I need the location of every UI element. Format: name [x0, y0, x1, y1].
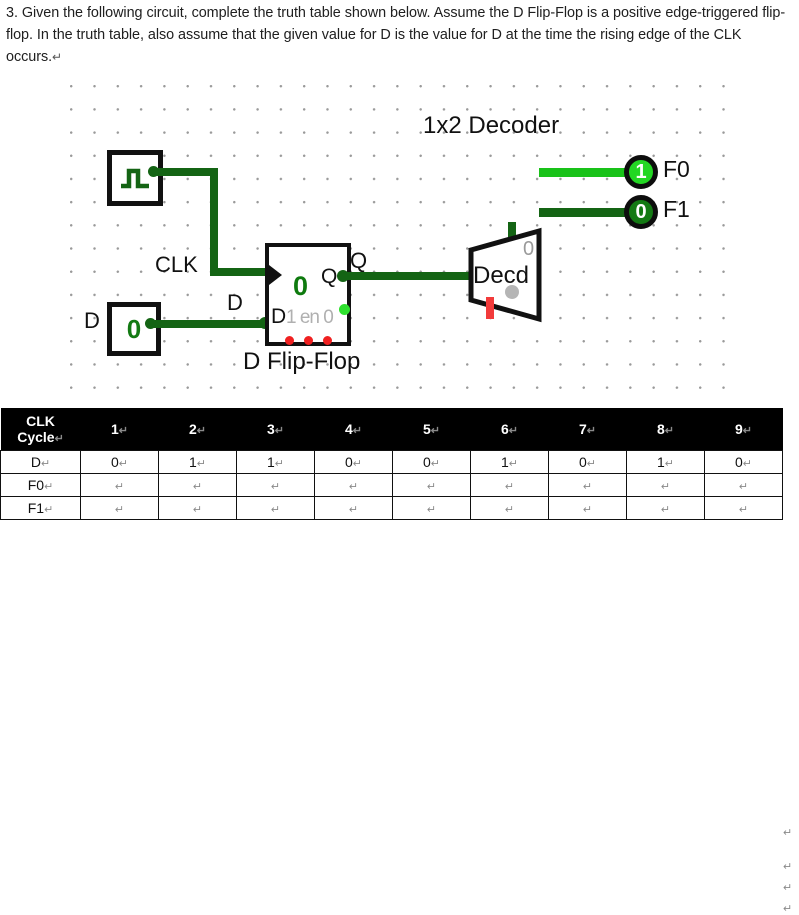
table-row: F0↵↵↵↵↵↵↵↵↵↵ — [0, 473, 783, 497]
cell-d-1[interactable]: 0↵ — [80, 450, 159, 474]
flipflop-bottom-dot-3 — [323, 336, 332, 345]
row-label-f1: F1↵ — [0, 496, 81, 520]
cell-f0-7[interactable]: ↵ — [548, 473, 627, 497]
cell-d-7[interactable]: 0↵ — [548, 450, 627, 474]
cell-f0-3[interactable]: ↵ — [236, 473, 315, 497]
square-wave-icon — [121, 168, 149, 189]
cycle-header-2: 2↵ — [158, 408, 237, 451]
q-wire-label: Q — [350, 248, 368, 273]
clock-edge-triangle-icon — [269, 265, 282, 285]
d-input-value: 0 — [126, 314, 142, 344]
flipflop-input-label: D — [271, 305, 287, 328]
truth-table-header-row: CLK Cycle↵ 1↵ 2↵ 3↵ 4↵ 5↵ 6↵ 7↵ 8↵ 9↵ — [0, 408, 783, 451]
clock-source-box[interactable] — [107, 150, 163, 206]
cell-f0-2[interactable]: ↵ — [158, 473, 237, 497]
f1-label: F1 — [663, 196, 690, 222]
cycle-header-8: 8↵ — [626, 408, 705, 451]
q-wire-h — [340, 272, 516, 280]
table-right-pilcrow-row-f0: ↵ — [783, 882, 793, 894]
cell-d-9[interactable]: 0↵ — [704, 450, 783, 474]
table-row: D↵0↵1↵1↵0↵0↵1↵0↵1↵0↵ — [0, 450, 783, 474]
clk-wire-h2 — [210, 268, 265, 276]
cell-f1-2[interactable]: ↵ — [158, 496, 237, 520]
cycle-header-7: 7↵ — [548, 408, 627, 451]
flipflop-caption: D Flip-Flop — [243, 348, 361, 375]
cell-d-3[interactable]: 1↵ — [236, 450, 315, 474]
row-label-f0: F0↵ — [0, 473, 81, 497]
cell-f1-4[interactable]: ↵ — [314, 496, 393, 520]
circuit-grid-background — [70, 85, 725, 390]
flipflop-bottom-dot-2 — [304, 336, 313, 345]
cell-f0-8[interactable]: ↵ — [626, 473, 705, 497]
clk-wire-h1 — [150, 168, 218, 176]
f0-label: F0 — [663, 156, 690, 182]
cell-d-2[interactable]: 1↵ — [158, 450, 237, 474]
table-right-pilcrow-row-d: ↵ — [783, 861, 793, 873]
truth-table-wrapper: CLK Cycle↵ 1↵ 2↵ 3↵ 4↵ 5↵ 6↵ 7↵ 8↵ 9↵ D↵… — [0, 408, 799, 915]
d-wire-node-left — [145, 318, 156, 329]
d-wire-label: D — [227, 290, 243, 315]
cell-d-4[interactable]: 0↵ — [314, 450, 393, 474]
cell-f1-3[interactable]: ↵ — [236, 496, 315, 520]
corner-line-1: CLK — [26, 413, 55, 429]
f0-value: 1 — [635, 161, 647, 183]
question-pilcrow: ↵ — [52, 50, 63, 64]
truth-table-body: D↵0↵1↵1↵0↵0↵1↵0↵1↵0↵F0↵↵↵↵↵↵↵↵↵↵F1↵↵↵↵↵↵… — [0, 450, 783, 520]
f1-value: 0 — [635, 201, 647, 223]
f0-wire — [539, 168, 635, 177]
cell-f1-8[interactable]: ↵ — [626, 496, 705, 520]
f1-output-pin[interactable]: 0 — [624, 195, 658, 229]
cell-d-5[interactable]: 0↵ — [392, 450, 471, 474]
cell-d-6[interactable]: 1↵ — [470, 450, 549, 474]
question-text: 3. Given the following circuit, complete… — [6, 2, 792, 68]
cell-f0-9[interactable]: ↵ — [704, 473, 783, 497]
cell-f1-5[interactable]: ↵ — [392, 496, 471, 520]
decoder-body-label: Decd — [473, 262, 530, 289]
cell-f0-6[interactable]: ↵ — [470, 473, 549, 497]
question-body: 3. Given the following circuit, complete… — [6, 5, 786, 65]
cycle-header-3: 3↵ — [236, 408, 315, 451]
f0-output-pin[interactable]: 1 — [624, 155, 658, 189]
corner-line-2: Cycle↵ — [17, 429, 64, 445]
cycle-header-1: 1↵ — [80, 408, 159, 451]
table-right-pilcrow-row-f1: ↵ — [783, 903, 793, 915]
table-row: F1↵↵↵↵↵↵↵↵↵↵ — [0, 496, 783, 520]
decoder-red-stub — [486, 297, 494, 319]
decoder-out0-label: 0 — [523, 238, 535, 260]
cell-f0-1[interactable]: ↵ — [80, 473, 159, 497]
cell-f1-6[interactable]: ↵ — [470, 496, 549, 520]
table-right-pilcrow-header: ↵ — [783, 827, 793, 839]
cycle-header-5: 5↵ — [392, 408, 471, 451]
f1-wire — [539, 208, 635, 217]
flipflop-output-label: Q — [321, 265, 338, 288]
clk-wire-node — [148, 166, 159, 177]
d-input-box[interactable]: 0 — [107, 302, 161, 356]
decoder-gray-dot — [505, 285, 519, 299]
cell-f1-1[interactable]: ↵ — [80, 496, 159, 520]
d-flip-flop-box[interactable]: 0 1 en 0 D Q — [265, 243, 351, 346]
clk-wire-v1 — [210, 168, 218, 276]
flipflop-en-node — [339, 304, 350, 315]
cell-f1-9[interactable]: ↵ — [704, 496, 783, 520]
flipflop-internal-text: 1 en 0 — [286, 307, 334, 328]
flipflop-internal-value: 0 — [293, 271, 309, 301]
q-wire-node — [337, 270, 349, 282]
cycle-header-4: 4↵ — [314, 408, 393, 451]
row-label-d: D↵ — [0, 450, 81, 474]
truth-table: CLK Cycle↵ 1↵ 2↵ 3↵ 4↵ 5↵ 6↵ 7↵ 8↵ 9↵ D↵… — [0, 408, 783, 520]
d-wire — [148, 320, 266, 328]
cycle-header-6: 6↵ — [470, 408, 549, 451]
cycle-header-9: 9↵ — [704, 408, 783, 451]
cell-f0-4[interactable]: ↵ — [314, 473, 393, 497]
cell-d-8[interactable]: 1↵ — [626, 450, 705, 474]
cell-f0-5[interactable]: ↵ — [392, 473, 471, 497]
decoder-title: 1x2 Decoder — [423, 112, 560, 139]
flipflop-bottom-dot-1 — [285, 336, 294, 345]
clk-label: CLK — [155, 252, 198, 277]
cell-f1-7[interactable]: ↵ — [548, 496, 627, 520]
truth-table-corner-header: CLK Cycle↵ — [0, 408, 81, 451]
d-input-outside-label: D — [84, 308, 100, 333]
circuit-diagram: CLK D 0 D 0 1 en 0 D Q D Flip-Flop Q 1x2… — [0, 80, 799, 476]
